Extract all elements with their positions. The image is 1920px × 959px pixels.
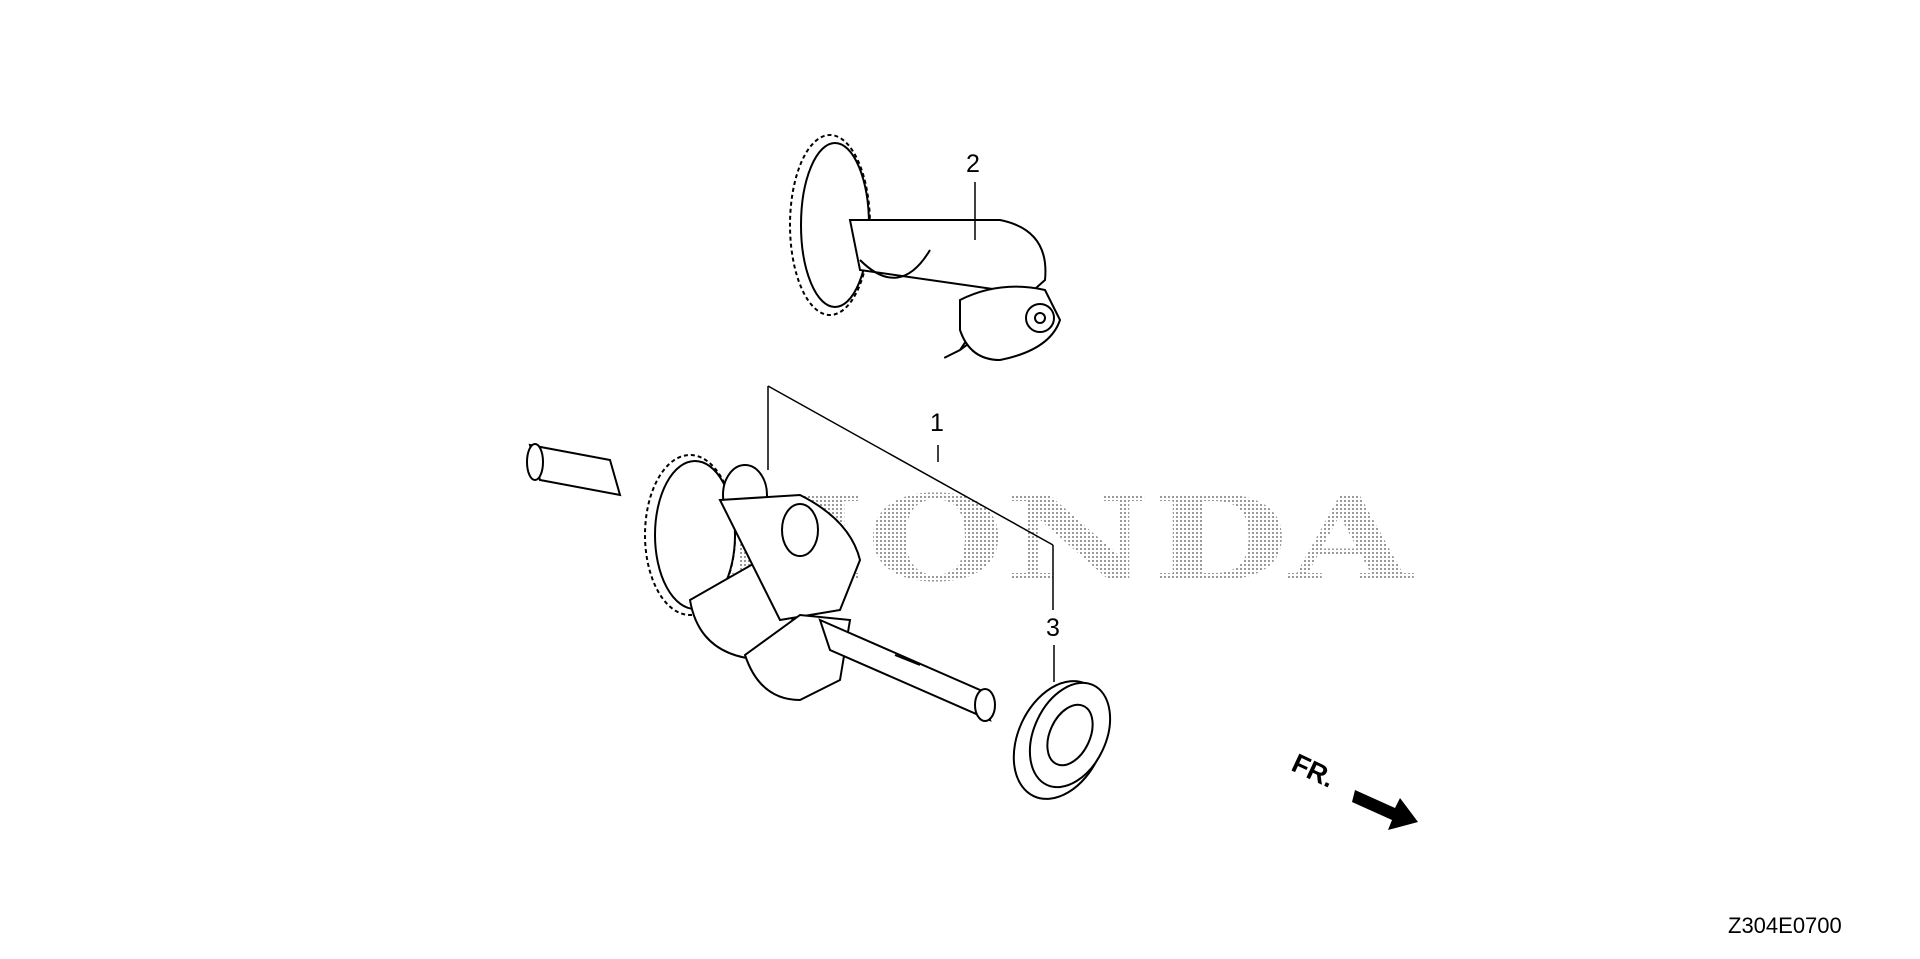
callout-3: 3 bbox=[1046, 614, 1060, 642]
ball-bearing-part-3 bbox=[1012, 680, 1112, 800]
diagram-code: Z304E0700 bbox=[1728, 913, 1842, 938]
leader-lines bbox=[767, 182, 1055, 682]
crankshaft-part-2 bbox=[789, 134, 1062, 362]
crankshaft-part-1 bbox=[526, 443, 996, 722]
callout-1: 1 bbox=[930, 409, 944, 437]
front-direction-arrow-icon bbox=[1352, 790, 1418, 830]
callout-2: 2 bbox=[966, 150, 980, 178]
